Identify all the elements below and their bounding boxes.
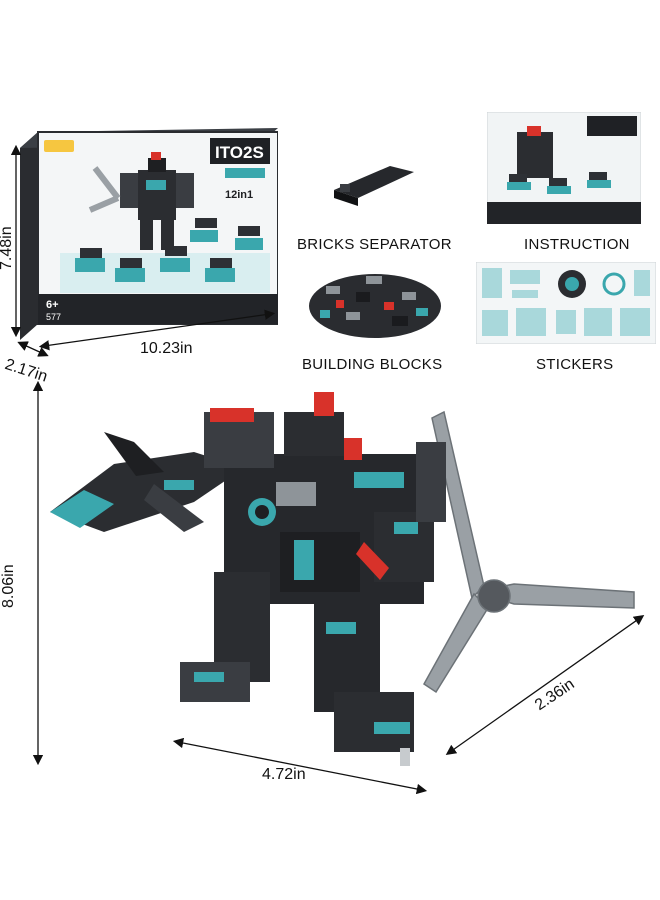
box-height-label: 7.48in (0, 226, 15, 270)
robot-model-image (44, 372, 644, 772)
product-box-illustration: ITO2S 12in1 6+ 577 (20, 128, 279, 340)
svg-text:12in1: 12in1 (225, 189, 253, 201)
legs (180, 572, 414, 766)
jet (50, 432, 244, 532)
instruction-booklet-image (486, 111, 642, 225)
product-box: ITO2S 12in1 6+ 577 (20, 118, 279, 340)
building-blocks-label: BUILDING BLOCKS (302, 356, 443, 373)
stickers-label: STICKERS (536, 356, 614, 373)
robot-height-label: 8.06in (0, 564, 17, 608)
instruction-label: INSTRUCTION (524, 236, 630, 253)
svg-text:6+: 6+ (46, 299, 59, 311)
robot-width-label: 4.72in (262, 766, 306, 783)
bricks-separator-label: BRICKS SEPARATOR (297, 236, 452, 253)
box-width-label: 10.23in (140, 340, 193, 357)
building-blocks-image (306, 262, 444, 340)
propeller (423, 410, 635, 694)
stickers-image (475, 261, 657, 345)
right-arm (356, 442, 446, 582)
box-title-text: ITO2S (215, 143, 264, 162)
bricks-separator-image (330, 160, 420, 210)
